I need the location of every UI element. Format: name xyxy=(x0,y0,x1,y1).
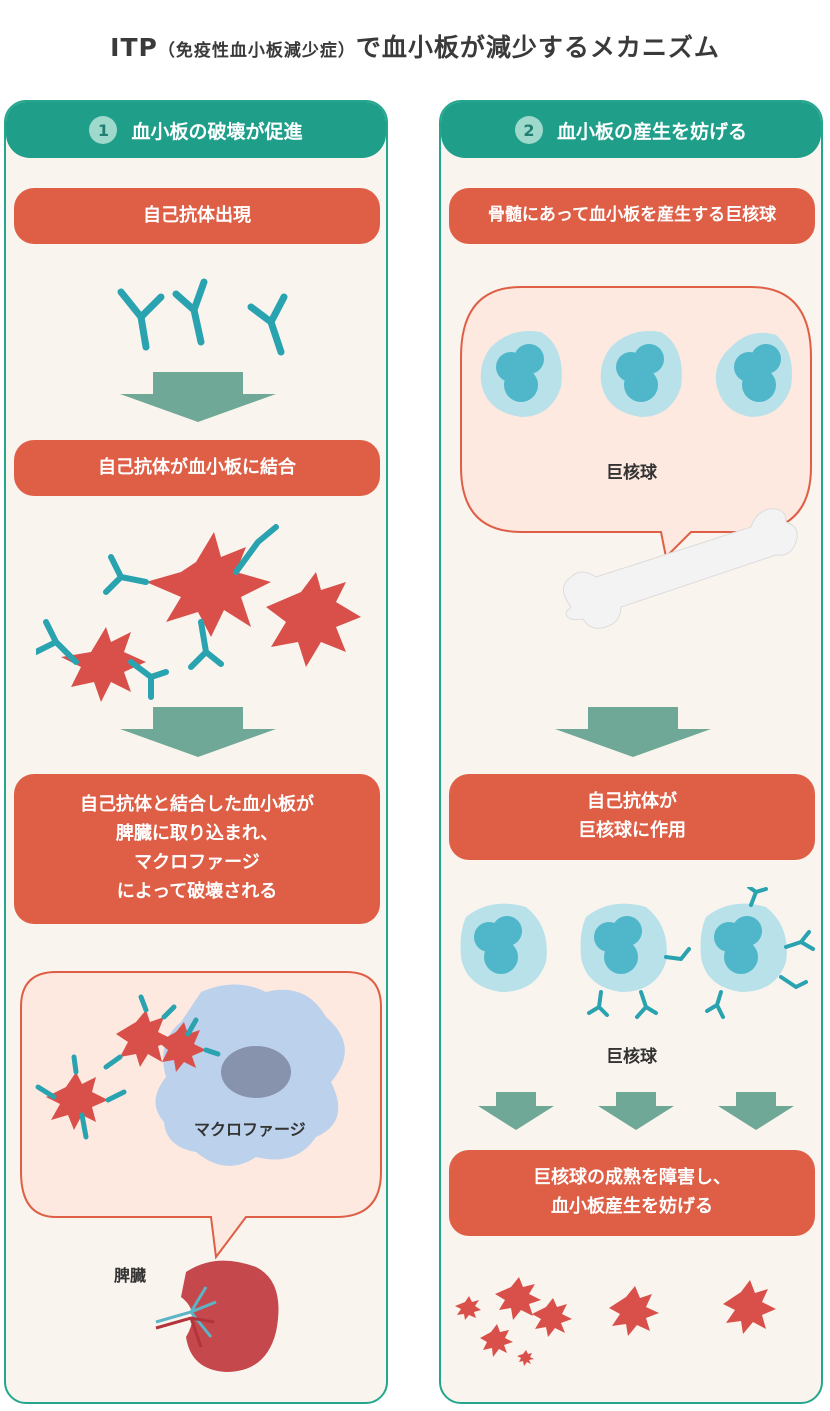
down-arrow-icon xyxy=(120,372,276,422)
step-antibody-binds-platelet: 自己抗体が血小板に結合 xyxy=(14,440,380,496)
step-antibody-acts-megakaryocyte: 自己抗体が 巨核球に作用 xyxy=(449,774,815,860)
megakaryocyte-label-top: 巨核球 xyxy=(606,463,657,483)
panel1-number: 1 xyxy=(89,116,118,144)
title-suffix: で血小板が減少するメカニズム xyxy=(355,33,720,62)
megakaryocytes-with-antibodies-icon xyxy=(460,887,815,1019)
panel2-heading: 血小板の産生を妨げる xyxy=(556,120,747,143)
step-bone-marrow-megakaryocyte: 骨髄にあって血小板を産生する巨核球 xyxy=(449,188,815,244)
panel1-heading: 血小板の破壊が促進 xyxy=(131,120,303,143)
down-arrow-icon xyxy=(120,707,276,757)
antibody-group-icon xyxy=(117,278,288,356)
diagram-title: ITP（免疫性血小板減少症）で血小板が減少するメカニズム xyxy=(0,28,830,64)
spleen-bubble-illustration xyxy=(20,971,382,1372)
panel1-header: 1 血小板の破壊が促進 xyxy=(6,102,386,158)
step-autoantibody-appear: 自己抗体出現 xyxy=(14,188,380,244)
title-prefix: ITP xyxy=(110,33,158,62)
reduced-platelets-icon xyxy=(455,1277,776,1366)
step-destroyed-by-macrophage: 自己抗体と結合した血小板が 脾臓に取り込まれ、 マクロファージ によって破壊され… xyxy=(14,774,380,924)
spleen-label: 脾臓 xyxy=(114,1266,147,1285)
down-arrow-icon xyxy=(555,707,711,757)
panel2-number: 2 xyxy=(514,116,543,144)
title-paren: （免疫性血小板減少症） xyxy=(157,41,356,61)
panel2-header: 2 血小板の産生を妨げる xyxy=(441,102,821,158)
megakaryocyte-label-mid: 巨核球 xyxy=(606,1047,657,1067)
panel-production-inhibition: 2 血小板の産生を妨げる 骨髄にあって血小板を産生する巨核球 巨核球 自己抗体が… xyxy=(439,100,823,1404)
macrophage-label: マクロファージ xyxy=(194,1120,306,1139)
panel-platelet-destruction: 1 血小板の破壊が促進 自己抗体出現 自己抗体が血小板に結合 xyxy=(4,100,388,1404)
bound-platelets-icon xyxy=(36,524,361,702)
three-down-arrows-icon xyxy=(478,1092,794,1130)
step-inhibit-maturation: 巨核球の成熟を障害し、 血小板産生を妨げる xyxy=(449,1150,815,1236)
bone-marrow-illustration xyxy=(460,286,812,629)
